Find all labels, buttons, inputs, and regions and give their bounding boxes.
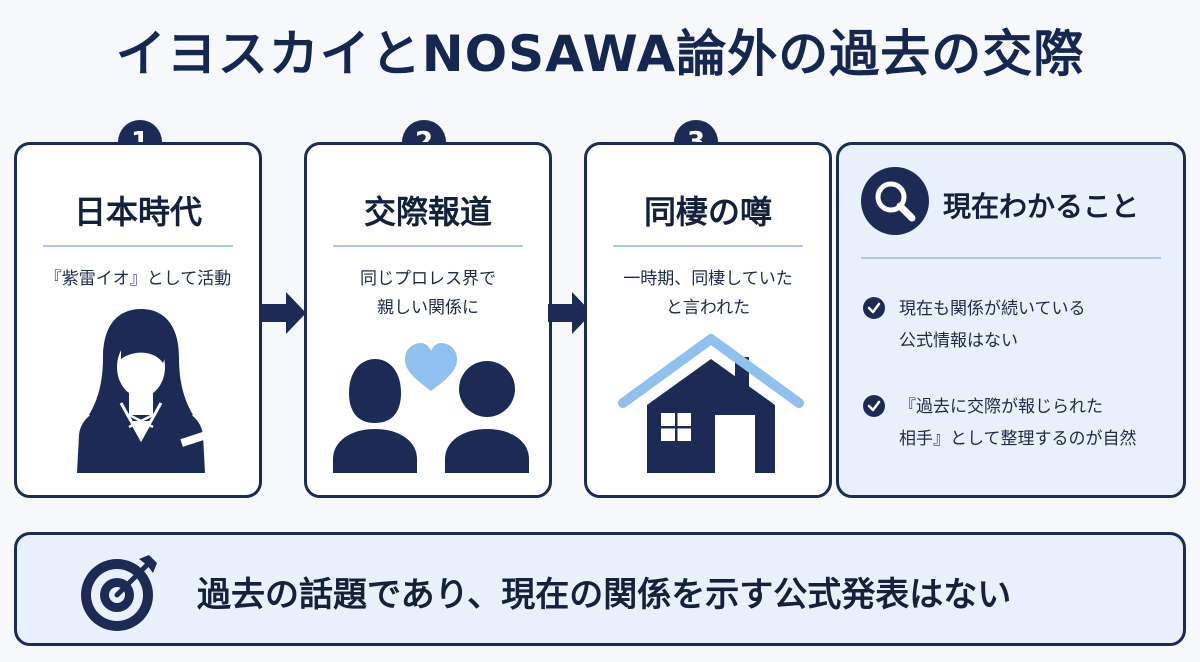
step-text-2: 同じプロレス界で親しい関係に: [360, 269, 496, 318]
arrow-right-icon: [548, 292, 592, 334]
magnifier-icon: [861, 167, 929, 235]
info-bullet: 現在も関係が続いている公式情報はない: [863, 293, 1173, 357]
info-bullet: 『過去に交際が報じられた相手』として整理するのが自然: [863, 391, 1173, 455]
step-text-1: 『紫雷イオ』として活動: [44, 269, 232, 289]
current-info-panel: 現在わかること 現在も関係が続いている公式情報はない 『過去に交際が報じられた相…: [836, 142, 1186, 498]
step-title-2: 交際報道: [363, 193, 492, 231]
divider: [43, 245, 233, 247]
summary-bar: 過去の話題であり、現在の関係を示す公式発表はない: [14, 532, 1186, 646]
info-bullet-text: 『過去に交際が報じられた相手』として整理するのが自然: [899, 397, 1137, 449]
check-icon: [863, 395, 885, 417]
step-card-3: 同棲の噂 一時期、同棲していたと言われた: [584, 142, 832, 498]
step-text-3: 一時期、同棲していたと言われた: [623, 269, 793, 318]
divider: [861, 257, 1161, 259]
info-title: 現在わかること: [943, 190, 1140, 223]
house-icon: [587, 333, 829, 473]
info-bullet-text: 現在も関係が続いている公式情報はない: [899, 299, 1086, 351]
step-title-3: 同棲の噂: [643, 193, 772, 231]
summary-text: 過去の話題であり、現在の関係を示す公式発表はない: [197, 575, 1012, 615]
divider: [333, 245, 523, 247]
arrow-right-icon: [262, 292, 306, 334]
step-card-1: 日本時代 『紫雷イオ』として活動: [14, 142, 262, 498]
step-title-1: 日本時代: [73, 193, 202, 231]
page-title: イヨスカイとNOSAWA論外の過去の交際: [115, 25, 1085, 83]
woman-silhouette-icon: [17, 303, 259, 473]
divider: [613, 245, 803, 247]
target-arrow-icon: [81, 555, 157, 631]
check-icon: [863, 297, 885, 319]
step-card-2: 交際報道 同じプロレス界で親しい関係に: [304, 142, 552, 498]
couple-heart-icon: [307, 343, 549, 473]
